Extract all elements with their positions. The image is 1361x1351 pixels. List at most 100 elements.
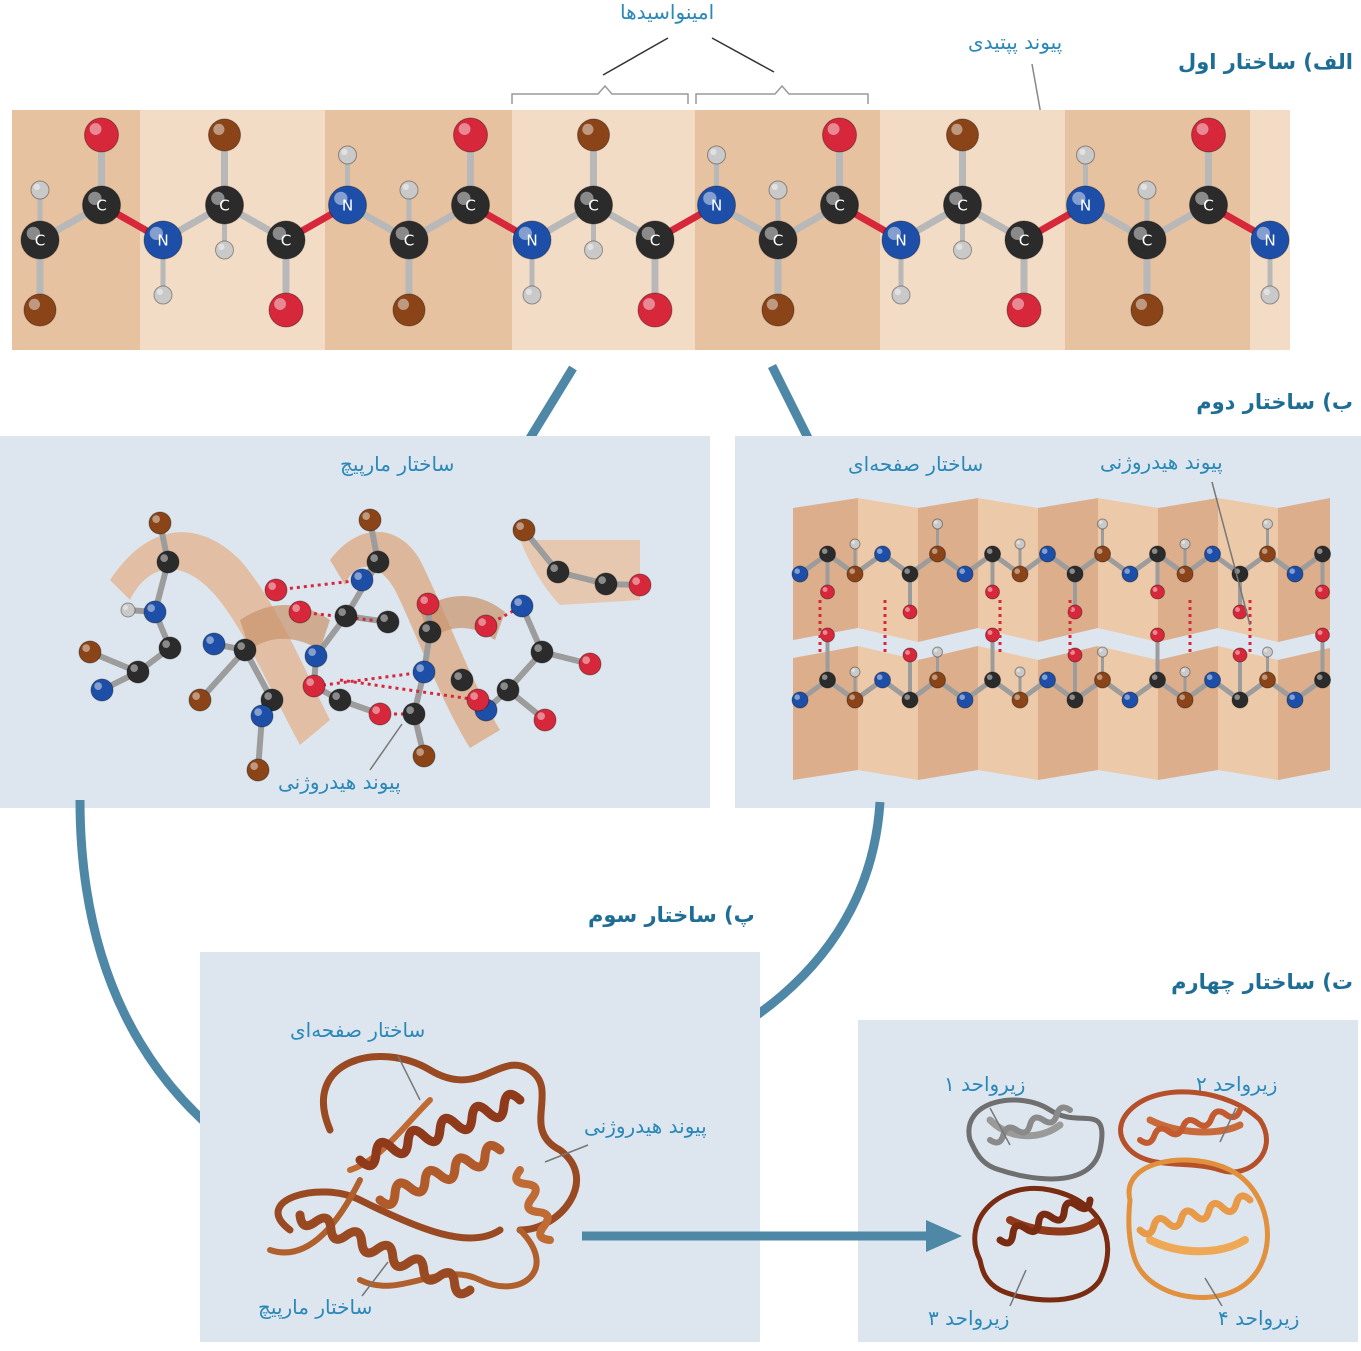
atom-highlight: [1012, 298, 1024, 310]
subunit-3-shape: [972, 1186, 1111, 1303]
helix-hbond-label: پیوند هیدروژنی: [278, 770, 401, 794]
atom-H: [1179, 538, 1191, 550]
atom-highlight: [1289, 568, 1295, 574]
atom-letter: C: [1019, 232, 1030, 250]
atom-N: [956, 565, 974, 583]
atom-highlight: [1316, 548, 1323, 554]
atom-highlight: [1263, 288, 1270, 295]
atom-N: [143, 220, 183, 260]
atom-highlight: [211, 191, 225, 206]
atom-highlight: [397, 298, 409, 310]
atom-highlight: [292, 604, 300, 613]
atom-highlight: [949, 191, 963, 206]
atom-highlight: [457, 191, 471, 206]
atom-highlight: [851, 540, 855, 544]
atom-N: [1286, 565, 1304, 583]
atom-C: [328, 688, 352, 712]
atom-highlight: [827, 123, 840, 135]
atom-R: [929, 545, 946, 563]
atom-C: [389, 220, 429, 260]
atom-highlight: [905, 650, 910, 655]
atom-H: [707, 145, 726, 165]
atom-N: [1039, 545, 1056, 563]
atom-letter: C: [957, 197, 968, 215]
atom-C: [450, 668, 474, 692]
bond: [197, 647, 248, 703]
atom-H: [399, 180, 419, 200]
atom-highlight: [703, 191, 717, 206]
atom-highlight: [1179, 694, 1185, 700]
atom-C: [820, 185, 859, 225]
atom-H: [522, 285, 542, 305]
atom-highlight: [28, 298, 40, 310]
atom-H: [1262, 646, 1273, 658]
atom-C: [1004, 220, 1044, 260]
atom-N: [956, 691, 974, 709]
atom-letter: N: [157, 232, 168, 250]
atom-O: [466, 688, 490, 712]
atom-C: [758, 220, 798, 260]
atom-C: [984, 671, 1001, 689]
amino-acid-pointer-2: [711, 37, 775, 73]
atom-H: [584, 240, 603, 260]
atom-highlight: [518, 226, 532, 241]
atom-highlight: [643, 298, 655, 310]
atom-O: [416, 592, 440, 616]
atom-C: [1066, 565, 1084, 583]
atom-O: [1150, 584, 1165, 600]
atom-R: [412, 744, 436, 768]
atom-highlight: [876, 548, 883, 554]
atom-N: [202, 632, 226, 656]
atom-highlight: [851, 668, 855, 672]
atom-highlight: [1041, 674, 1048, 680]
atom-O: [1006, 292, 1042, 328]
atom-highlight: [821, 548, 828, 554]
atom-highlight: [632, 577, 641, 586]
atom-highlight: [1206, 548, 1213, 554]
atom-letter: C: [1203, 197, 1214, 215]
hydrogen-bond-dash: [339, 678, 479, 702]
atom-highlight: [766, 298, 779, 310]
helix-coil: [996, 1196, 1094, 1247]
atom-highlight: [334, 191, 348, 206]
atom-highlight: [986, 548, 993, 554]
atom-highlight: [587, 243, 594, 251]
atom-highlight: [1096, 674, 1103, 680]
helix-coil: [987, 1104, 1073, 1146]
atom-O: [822, 117, 857, 153]
helix-panel-title: ساختار مارپیچ: [340, 452, 455, 476]
atom-N: [350, 568, 374, 592]
atom-letter: C: [35, 232, 46, 250]
atom-highlight: [534, 644, 543, 653]
sheet-gap: [793, 628, 1330, 660]
atom-highlight: [794, 694, 800, 700]
atom-O: [1191, 117, 1226, 153]
atom-C: [594, 572, 618, 596]
tertiary-hbond-pointer: [544, 1144, 589, 1163]
atom-H: [1262, 518, 1273, 530]
atom-O: [578, 652, 602, 676]
atom-highlight: [500, 682, 508, 691]
atom-highlight: [537, 712, 546, 721]
atom-highlight: [1135, 298, 1147, 310]
atom-O: [533, 708, 557, 732]
atom-H: [1076, 145, 1095, 165]
atom-highlight: [1235, 650, 1241, 655]
helix-coil: [295, 1210, 475, 1299]
subunit-1-shape: [966, 1097, 1105, 1182]
atom-letter: C: [404, 232, 415, 250]
atom-highlight: [987, 587, 993, 592]
atom-N: [874, 545, 891, 563]
atom-highlight: [959, 694, 965, 700]
atom-O: [1150, 627, 1165, 643]
atom-R: [846, 565, 864, 583]
sheet-folds: [793, 498, 1330, 780]
atom-C: [819, 671, 836, 689]
tertiary-structure-heading: پ) ساختار سوم: [588, 903, 755, 927]
atom-letter: C: [773, 232, 784, 250]
subunit-2-label: زیرواحد ۲: [1196, 1072, 1278, 1096]
atom-highlight: [931, 674, 938, 680]
tertiary-hbond-label: پیوند هیدروژنی: [584, 1114, 707, 1138]
atom-highlight: [454, 672, 462, 681]
